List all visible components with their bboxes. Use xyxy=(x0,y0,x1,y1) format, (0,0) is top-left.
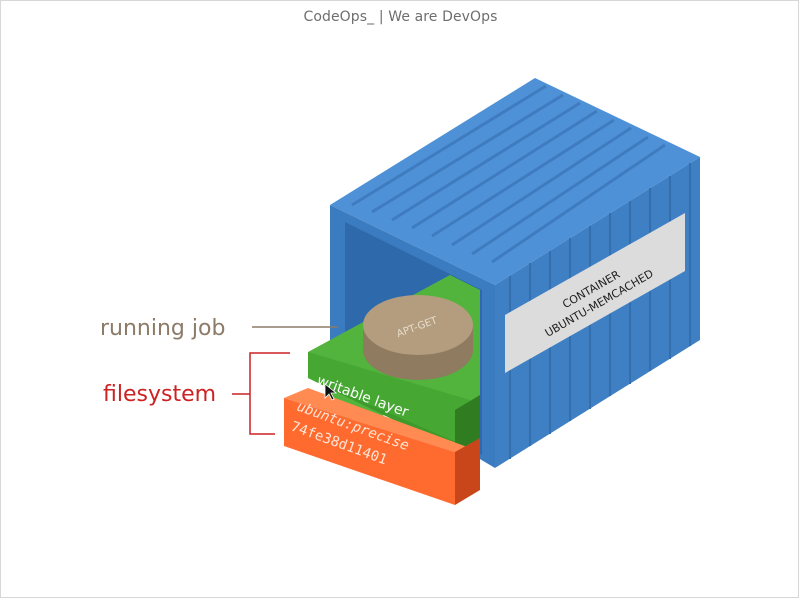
window-title: CodeOps_ | We are DevOps xyxy=(303,9,498,25)
container-top-ribs xyxy=(351,84,666,264)
running-job-caption: running job xyxy=(100,316,225,341)
base-layer-face xyxy=(284,398,455,505)
writable-layer-side xyxy=(455,395,480,452)
base-layer-side xyxy=(455,438,480,505)
container-placard xyxy=(505,213,685,373)
writable-layer-face xyxy=(308,352,470,448)
filesystem-bracket xyxy=(232,352,290,435)
running-job-disc xyxy=(363,295,473,380)
base-layer-top xyxy=(284,388,470,452)
cursor-icon xyxy=(324,383,338,401)
filesystem-caption: filesystem xyxy=(103,382,216,407)
